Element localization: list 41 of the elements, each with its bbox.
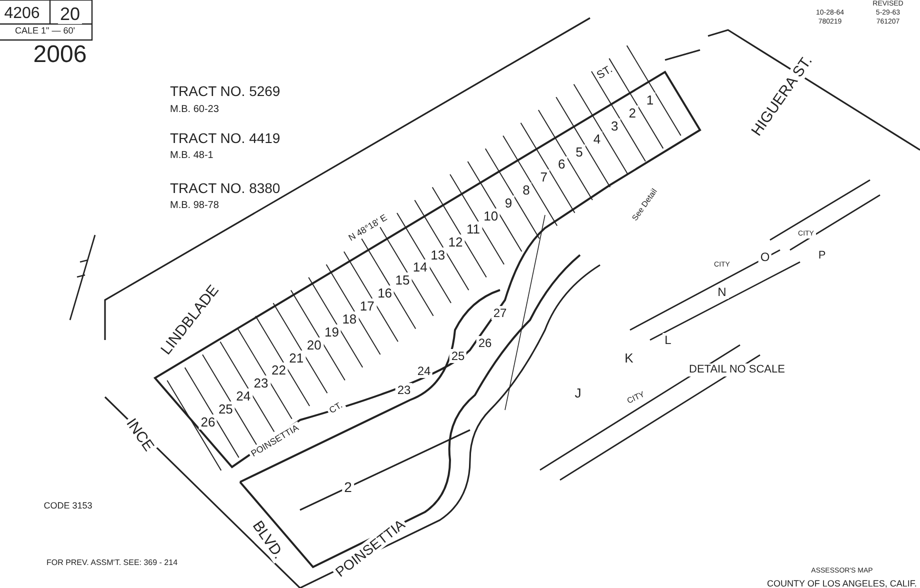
lot-number: 12 bbox=[446, 234, 465, 250]
lot-number: 23 bbox=[252, 376, 270, 391]
lot-number: 6 bbox=[556, 156, 568, 172]
lot-number: 15 bbox=[393, 272, 412, 288]
lot-number: 19 bbox=[322, 324, 341, 340]
reference-note: FOR PREV. ASSM'T. SEE: 369 - 214 bbox=[44, 558, 180, 568]
detail-letter: L bbox=[662, 333, 674, 347]
lot-number: 25 bbox=[216, 402, 235, 417]
lot-number: 25 bbox=[449, 349, 467, 363]
lot-number: 1 bbox=[644, 92, 656, 108]
lot-number: 23 bbox=[395, 383, 413, 397]
lot-number: 2 bbox=[626, 105, 638, 120]
code-label: CODE 3153 bbox=[42, 500, 94, 512]
lot-number: 2 bbox=[342, 479, 354, 495]
lot-number: 4 bbox=[591, 131, 603, 146]
lot-number: 18 bbox=[340, 311, 359, 326]
page-number: 20 bbox=[58, 4, 82, 24]
lot-number: 11 bbox=[464, 221, 482, 236]
tract-title: TRACT NO. 4419 bbox=[168, 130, 282, 146]
lot-number: 8 bbox=[520, 182, 532, 198]
lot-number: 5 bbox=[574, 144, 585, 160]
lot-number: 9 bbox=[502, 196, 514, 211]
detail-letter: K bbox=[622, 350, 636, 366]
tract-title: TRACT NO. 8380 bbox=[168, 180, 282, 196]
lot-number: 26 bbox=[476, 336, 494, 350]
lot-number: 26 bbox=[198, 414, 218, 430]
detail-letter: N bbox=[716, 285, 728, 299]
detail-note: DETAIL NO SCALE bbox=[687, 364, 787, 376]
lot-number: 3 bbox=[609, 118, 620, 134]
lot-number: 27 bbox=[491, 306, 509, 320]
lot-number: 13 bbox=[428, 247, 448, 262]
lot-number: 10 bbox=[482, 208, 500, 224]
lot-number: 24 bbox=[415, 364, 433, 378]
lot-number: 20 bbox=[304, 337, 324, 352]
tract-title: TRACT NO. 5269 bbox=[168, 83, 282, 99]
lot-number: 16 bbox=[376, 286, 394, 301]
lot-number: 21 bbox=[287, 350, 306, 366]
detail-letter: O bbox=[758, 250, 772, 264]
detail-letter: J bbox=[572, 386, 584, 400]
scale-note: CALE 1" — 60' bbox=[13, 26, 77, 36]
map-caption: COUNTY OF LOS ANGELES, CALIF. bbox=[765, 578, 919, 588]
